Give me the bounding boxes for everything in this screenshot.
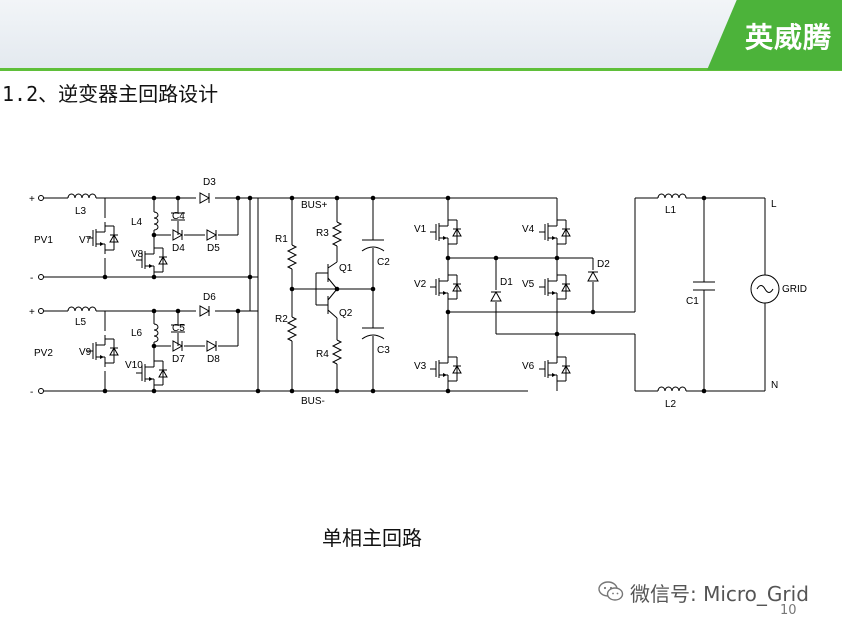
switch-v3 [429,352,462,386]
switch-v7 [86,221,119,255]
label-q2: Q2 [339,308,353,319]
label-l6: L6 [131,328,143,339]
diode-d6 [199,305,210,317]
line-n-label: N [771,380,778,391]
label-v2: V2 [414,279,427,290]
label-d5: D5 [207,243,220,254]
label-l4: L4 [131,217,143,228]
label-l3: L3 [75,206,87,217]
label-d1: D1 [500,277,513,288]
bus-minus-label: BUS- [301,396,325,407]
label-d7: D7 [172,354,185,365]
watermark: 微信号: Micro_Grid [598,578,809,607]
label-r2: R2 [275,314,288,325]
pv2-minus-label: - [30,387,33,398]
switch-v1 [429,215,462,249]
resistor-r4 [332,339,342,365]
pv2-plus-label: + [29,307,35,318]
resistor-r2 [287,316,297,342]
inductor-l3 [67,193,97,199]
label-q1: Q1 [339,263,353,274]
diagram-caption: 单相主回路 [322,526,422,550]
label-d8: D8 [207,354,220,365]
label-l1: L1 [665,205,677,216]
switch-v4 [538,215,571,249]
label-v7: V7 [79,235,92,246]
switch-v6 [538,352,571,386]
watermark-text: 微信号: Micro_Grid [630,582,809,606]
diode-d5 [206,229,217,241]
label-v10: V10 [125,360,143,371]
pv1-plus-label: + [29,194,35,205]
label-d6: D6 [203,292,216,303]
inductor-l6 [153,323,159,343]
label-c4: C4 [172,211,185,222]
resistor-r3 [332,221,342,247]
diode-d2 [587,271,599,282]
wechat-icon [598,581,624,601]
label-v5: V5 [522,279,535,290]
diode-d3 [199,192,210,204]
pv1-label: PV1 [34,235,53,246]
label-v1: V1 [414,224,427,235]
label-c2: C2 [377,257,390,268]
bus-plus-label: BUS+ [301,200,328,211]
label-c3: C3 [377,345,390,356]
label-v8: V8 [131,249,144,260]
pv1-minus-label: - [30,273,33,284]
label-d3: D3 [203,177,216,188]
logo-text: 英威腾 [744,21,832,54]
label-r3: R3 [316,228,329,239]
label-l5: L5 [75,317,87,328]
switch-v5 [538,270,571,304]
switch-v9 [86,334,119,368]
label-r4: R4 [316,349,329,360]
page-number: 10 [780,603,797,618]
diode-d8 [206,340,217,352]
label-d4: D4 [172,243,185,254]
label-l2: L2 [665,399,677,410]
label-r1: R1 [275,234,288,245]
page-title: 1.2、逆变器主回路设计 [2,82,219,106]
label-v6: V6 [522,361,535,372]
label-d2: D2 [597,259,610,270]
inductor-l4 [153,211,159,231]
diode-d1 [490,291,502,302]
resistor-r1 [287,244,297,270]
grid-label: GRID [782,284,807,295]
inductor-l5 [67,306,97,312]
header-divider [0,68,842,71]
label-c5: C5 [172,323,185,334]
inductor-l1 [657,193,687,199]
label-c1: C1 [686,296,699,307]
inductor-l2 [657,386,687,392]
label-v9: V9 [79,347,92,358]
header-band [0,0,842,70]
switch-v2 [429,270,462,304]
label-v4: V4 [522,224,535,235]
label-v3: V3 [414,361,427,372]
pv2-label: PV2 [34,348,53,359]
line-l-label: L [771,199,777,210]
